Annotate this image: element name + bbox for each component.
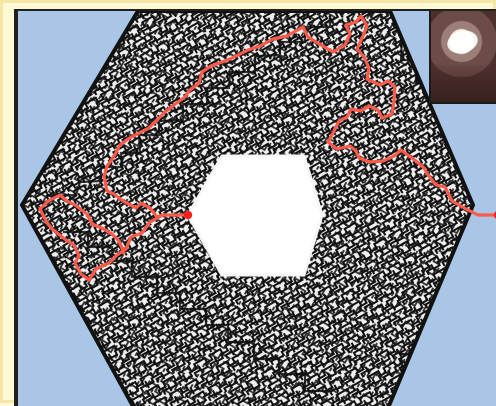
hex-maze[interactable] bbox=[18, 11, 496, 406]
maze-board[interactable] bbox=[14, 9, 496, 406]
maze-start-point[interactable] bbox=[184, 211, 192, 219]
photo-thumbnail-icon bbox=[429, 9, 496, 104]
